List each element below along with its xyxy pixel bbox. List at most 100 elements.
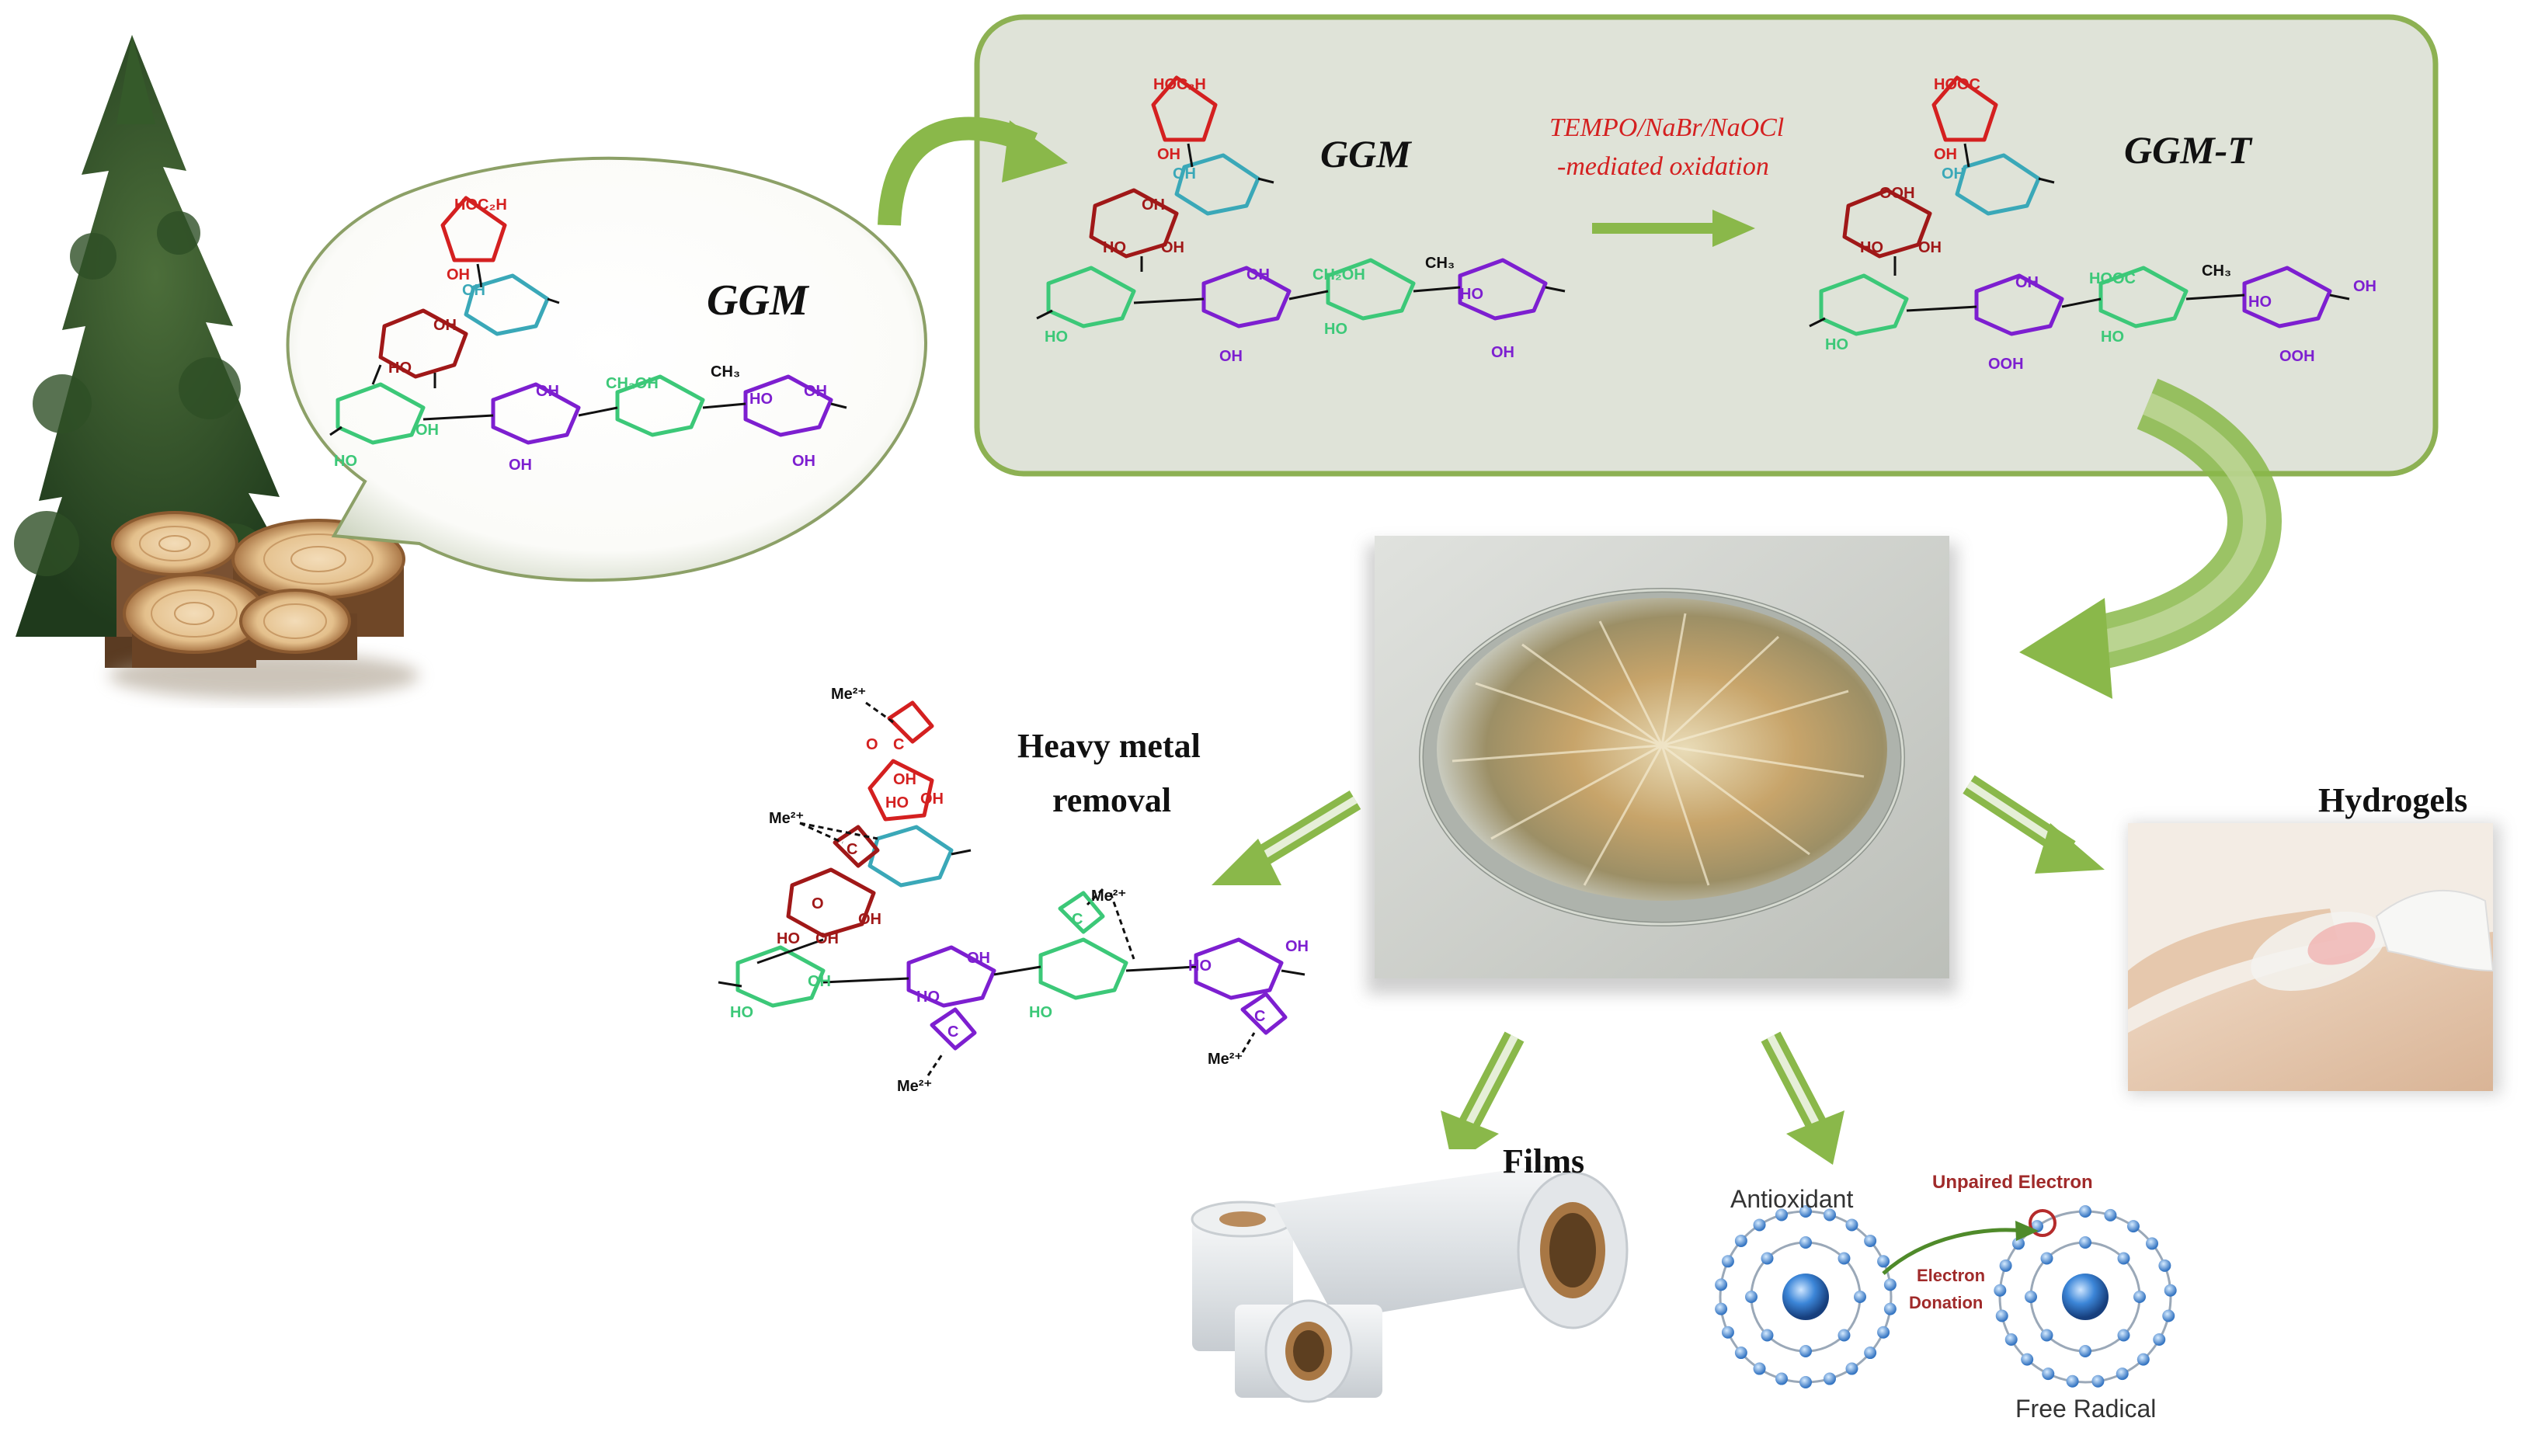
electron-dot bbox=[2079, 1345, 2091, 1357]
chem-label: OH bbox=[415, 422, 439, 439]
electron-donation-label-line1: Electron bbox=[1917, 1266, 1985, 1285]
chem-label: HO bbox=[1324, 321, 1347, 338]
electron-dot bbox=[2146, 1237, 2159, 1250]
electron-dot bbox=[2004, 1333, 2018, 1346]
metal-ion-label: Me²⁺ bbox=[1091, 888, 1126, 905]
electron-dot bbox=[1837, 1329, 1851, 1342]
chem-label: OH bbox=[1173, 165, 1196, 182]
electron-donation-label-line2: Donation bbox=[1909, 1293, 1983, 1312]
electron-dot bbox=[2136, 1353, 2150, 1366]
chem-label: HO bbox=[1103, 239, 1126, 256]
chem-label: C bbox=[847, 841, 857, 858]
oxidation-panel bbox=[974, 14, 2439, 477]
chem-label: C bbox=[1254, 1008, 1265, 1025]
chem-label: CH₃ bbox=[2202, 262, 2231, 280]
reaction-condition-line2: -mediated oxidation bbox=[1557, 152, 1769, 181]
chem-label: OH bbox=[858, 911, 881, 928]
ggm-t-structure bbox=[1809, 75, 2350, 336]
electron-dot bbox=[1995, 1309, 2008, 1322]
chem-label: HOOC bbox=[2089, 270, 2136, 287]
electron-dot bbox=[1823, 1208, 1836, 1221]
chem-label: OOH bbox=[2279, 348, 2315, 365]
electron-dot bbox=[2021, 1353, 2034, 1366]
chem-label: HO bbox=[388, 360, 412, 377]
chem-label: HO bbox=[334, 453, 357, 470]
chem-label: OOH bbox=[1988, 356, 2024, 373]
electron-dot bbox=[2126, 1220, 2140, 1233]
chem-label: OH bbox=[433, 317, 457, 334]
curved-arrow-into-panel bbox=[878, 116, 1068, 226]
chem-label: OH bbox=[1161, 239, 1184, 256]
electron-dot bbox=[1999, 1259, 2012, 1272]
electron-dot bbox=[2040, 1252, 2053, 1265]
chem-label: CH₂OH bbox=[606, 375, 659, 392]
chem-label: OH bbox=[893, 771, 916, 788]
chem-label: HO bbox=[1860, 239, 1883, 256]
electron-dot bbox=[1854, 1291, 1866, 1303]
chem-label: HO bbox=[2248, 294, 2272, 311]
chem-label: O bbox=[812, 895, 824, 912]
arrow-to-heavy-metal bbox=[1212, 791, 1361, 885]
electron-dot bbox=[1745, 1291, 1758, 1303]
electron-dot bbox=[1734, 1234, 1747, 1247]
electron-dot bbox=[2079, 1205, 2091, 1218]
arrow-to-antioxidant bbox=[1761, 1031, 1844, 1165]
electron-dot bbox=[2104, 1208, 2117, 1221]
electron-dot bbox=[1721, 1255, 1734, 1268]
chem-label: OOH bbox=[1879, 185, 1915, 202]
chem-label: OH bbox=[1285, 938, 1309, 955]
antioxidant-label: Antioxidant bbox=[1730, 1185, 1853, 1213]
ggm-panel-atom-labels: HOC₂H OH OH OH HO OH HO OH OH CH₂OH CH₃ … bbox=[1045, 76, 1514, 365]
electron-dot bbox=[2116, 1367, 2129, 1381]
ggm-structure-panel bbox=[1036, 75, 1566, 328]
electron-dot bbox=[2091, 1374, 2105, 1388]
chem-label: HOC₂H bbox=[1153, 76, 1206, 93]
chem-label: OH bbox=[536, 383, 559, 400]
electron-dot bbox=[1775, 1208, 1789, 1221]
free-radical-atom bbox=[1994, 1205, 2177, 1388]
chem-label: HO bbox=[777, 930, 800, 947]
chem-label: HO bbox=[749, 391, 773, 408]
electron-dot bbox=[1883, 1302, 1897, 1315]
panel-ggm-t-label: GGM-T bbox=[2124, 128, 2253, 172]
chem-label: OH bbox=[462, 282, 485, 299]
electron-dot bbox=[2133, 1291, 2146, 1303]
electron-dot bbox=[1761, 1329, 1774, 1342]
unpaired-electron-marker bbox=[2029, 1209, 2057, 1237]
speech-bubble bbox=[286, 156, 928, 582]
chem-label: HO bbox=[1045, 328, 1068, 346]
chem-label: HO bbox=[916, 989, 940, 1006]
electron-dot bbox=[1799, 1236, 1812, 1249]
electron-dot bbox=[2042, 1367, 2055, 1381]
ggm-bubble-atom-labels: HOC₂H OH OH OH HO OH HO OH OH CH₂OH CH₃ … bbox=[334, 196, 827, 474]
chem-label: HO bbox=[1029, 1004, 1052, 1021]
wood-logs-illustration bbox=[109, 511, 419, 699]
metal-ion-label: Me²⁺ bbox=[1208, 1051, 1243, 1068]
arrow-to-hydrogels bbox=[1963, 775, 2105, 874]
electron-dot bbox=[2040, 1329, 2053, 1342]
chem-label: OH bbox=[920, 791, 944, 808]
electron-dot bbox=[2117, 1329, 2130, 1342]
metal-ion-label: Me²⁺ bbox=[897, 1078, 932, 1095]
chem-label: OH bbox=[1246, 266, 1270, 283]
electron-dot bbox=[1721, 1326, 1734, 1339]
electron-dot bbox=[1994, 1284, 2007, 1297]
metal-ion-label: Me²⁺ bbox=[831, 686, 866, 703]
electron-dot bbox=[1864, 1347, 1877, 1360]
unpaired-electron-label: Unpaired Electron bbox=[1932, 1172, 2093, 1193]
chem-label: C bbox=[947, 1023, 958, 1041]
electron-dot bbox=[1715, 1302, 1728, 1315]
chem-label: OH bbox=[804, 383, 827, 400]
chem-label: OH bbox=[967, 950, 990, 967]
electron-dot bbox=[2158, 1259, 2171, 1272]
electron-dot bbox=[1823, 1372, 1836, 1385]
chem-label: OH bbox=[2353, 278, 2376, 295]
chem-label: HOC₂H bbox=[454, 196, 507, 214]
electron-dot bbox=[1753, 1362, 1766, 1375]
heavy-metal-complex-structure bbox=[718, 700, 1306, 1076]
electron-dot bbox=[1761, 1252, 1774, 1265]
free-radical-label: Free Radical bbox=[2015, 1395, 2156, 1423]
reaction-arrow bbox=[1592, 210, 1755, 247]
electron-dot bbox=[1883, 1278, 1897, 1291]
